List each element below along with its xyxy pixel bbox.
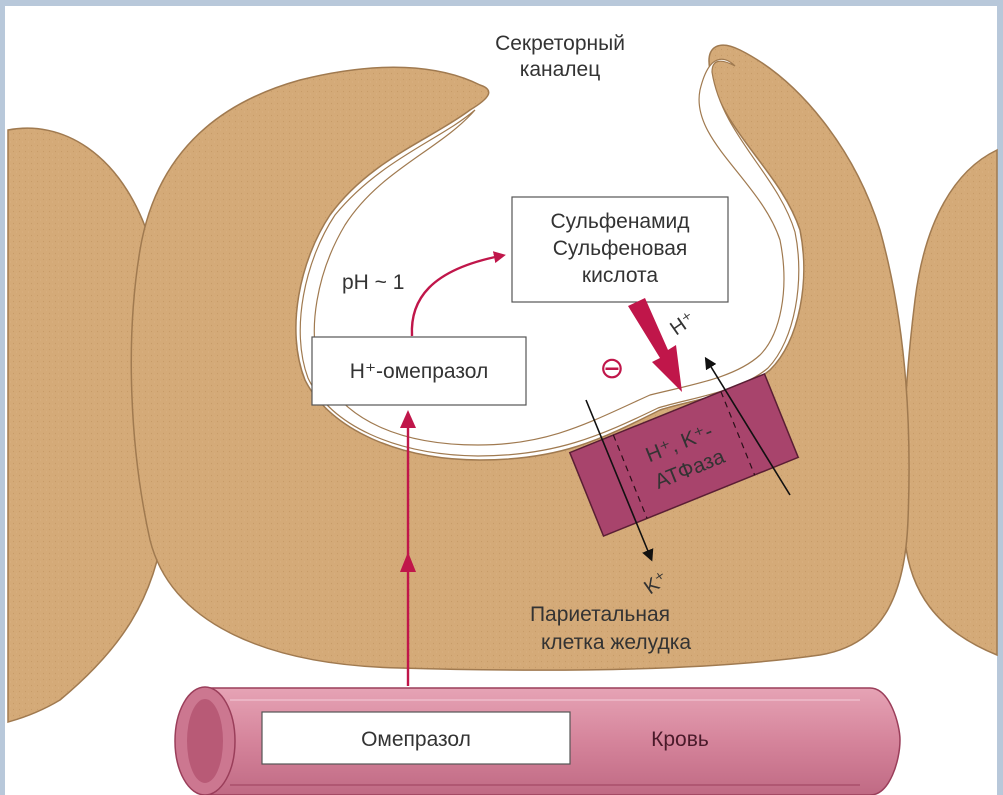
vessel-lumen bbox=[187, 699, 223, 783]
blood-label: Кровь bbox=[651, 728, 709, 751]
sulfenamide-line1: Сульфенамид bbox=[550, 210, 689, 233]
canal-label-line1: Секреторный bbox=[495, 32, 625, 55]
h-omeprazole-label: H⁺-омепразол bbox=[350, 360, 488, 383]
ph-label: pH ~ 1 bbox=[342, 271, 404, 294]
omeprazole-blood-label: Омепразол bbox=[361, 728, 471, 751]
sulfenamide-line3: кислота bbox=[582, 264, 659, 287]
right-frame-strip bbox=[997, 0, 1003, 795]
canal-label-line2: каналец bbox=[520, 58, 601, 81]
cell-label-line2: клетка желудка bbox=[541, 631, 691, 654]
cell-label-line1: Париетальная bbox=[530, 603, 670, 626]
sulfenamide-line2: Сульфеновая bbox=[553, 237, 688, 260]
left-frame-strip bbox=[0, 0, 5, 795]
inhibition-sign: ⊖ bbox=[599, 351, 624, 386]
top-frame-strip bbox=[0, 0, 1003, 6]
